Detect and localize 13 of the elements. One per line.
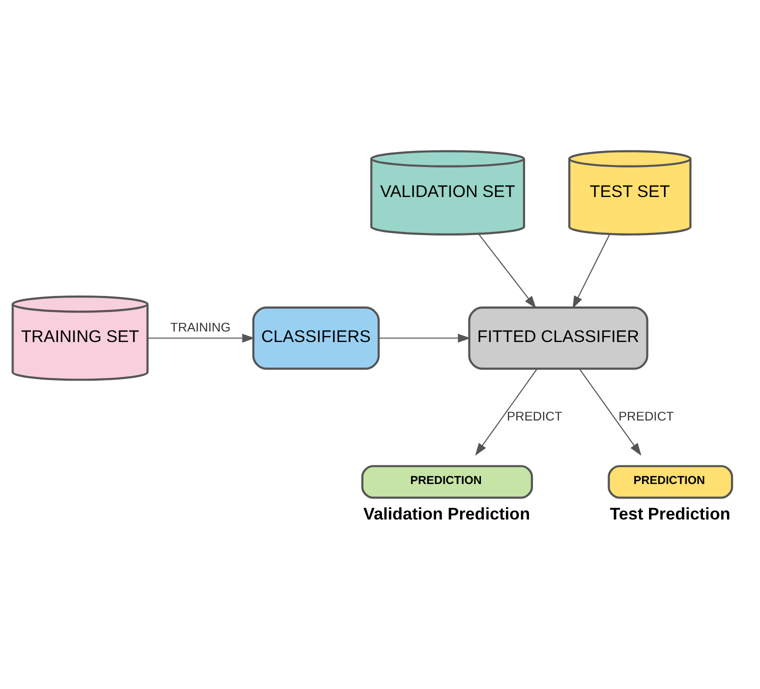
edge-label: PREDICT bbox=[506, 408, 562, 423]
arrow bbox=[579, 368, 642, 456]
arrow bbox=[148, 333, 255, 342]
node-box: CLASSIFIERS bbox=[252, 306, 380, 370]
node-label: Test Prediction bbox=[610, 504, 730, 524]
edge-label: PREDICT bbox=[618, 408, 674, 423]
node-label: Validation Prediction bbox=[363, 504, 530, 524]
arrow bbox=[475, 368, 538, 456]
arrow bbox=[572, 234, 610, 308]
edge-label: TRAINING bbox=[170, 320, 231, 334]
arrow bbox=[478, 234, 536, 308]
node-box: FITTED CLASSIFIER bbox=[468, 306, 648, 370]
arrow bbox=[378, 333, 471, 342]
